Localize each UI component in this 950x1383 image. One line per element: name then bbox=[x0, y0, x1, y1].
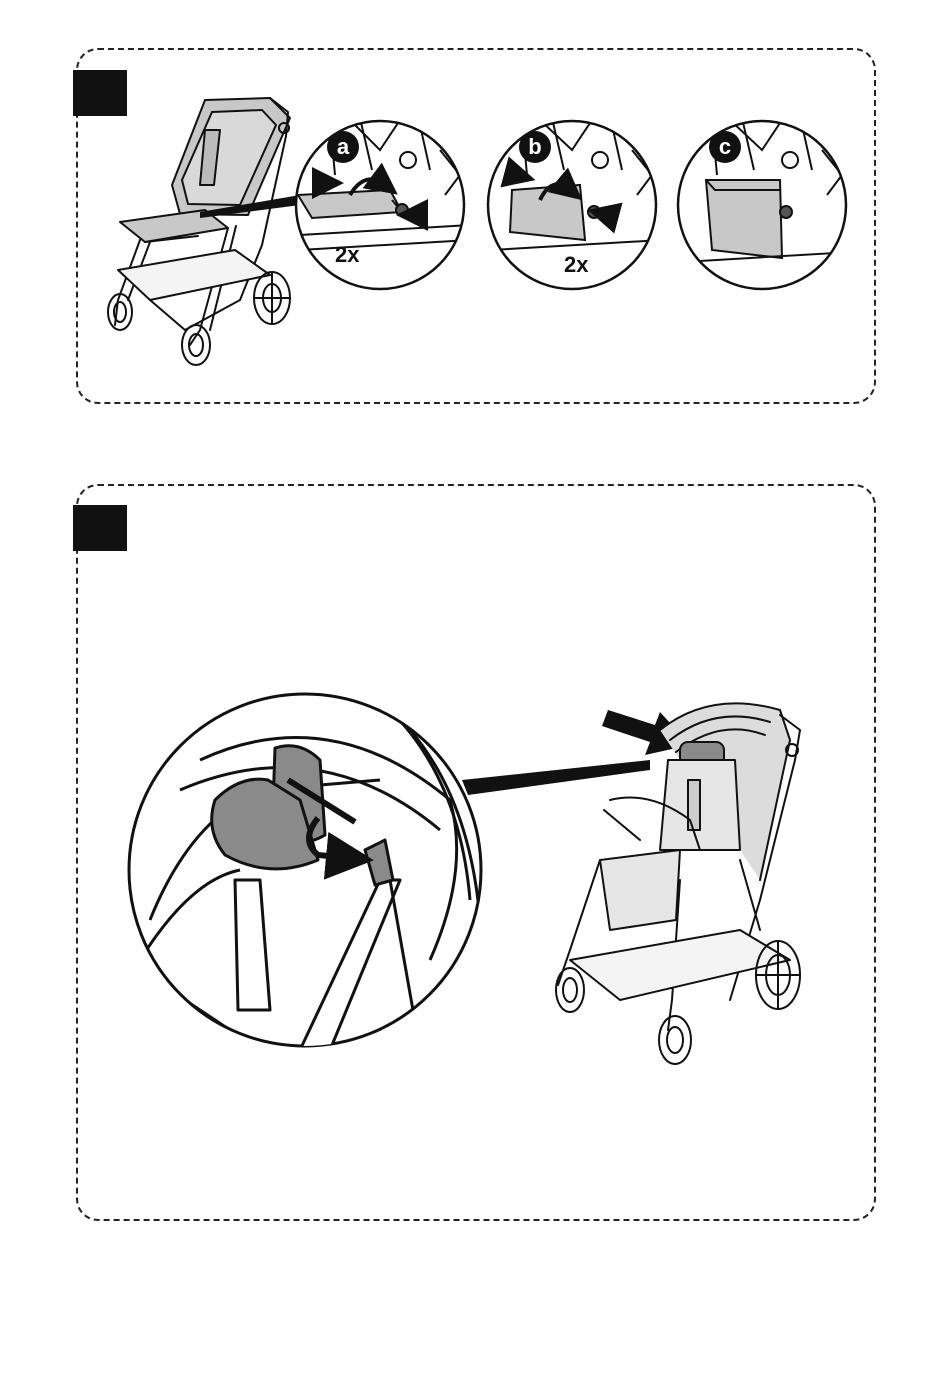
callout-connector-2 bbox=[462, 760, 650, 795]
badge-a-label: a bbox=[337, 134, 350, 159]
detail-circle-a: a 2x bbox=[296, 118, 470, 289]
detail-circle-c: c bbox=[678, 118, 852, 289]
stroller-icon bbox=[108, 98, 290, 365]
badge-c-label: c bbox=[719, 134, 731, 159]
headrest-detail-circle bbox=[129, 694, 481, 1050]
repeat-label-b: 2x bbox=[564, 252, 589, 277]
repeat-label-a: 2x bbox=[335, 242, 360, 267]
detail-circle-b: b 2x bbox=[488, 118, 662, 289]
badge-b-label: b bbox=[528, 134, 541, 159]
stroller-icon bbox=[556, 703, 800, 1064]
